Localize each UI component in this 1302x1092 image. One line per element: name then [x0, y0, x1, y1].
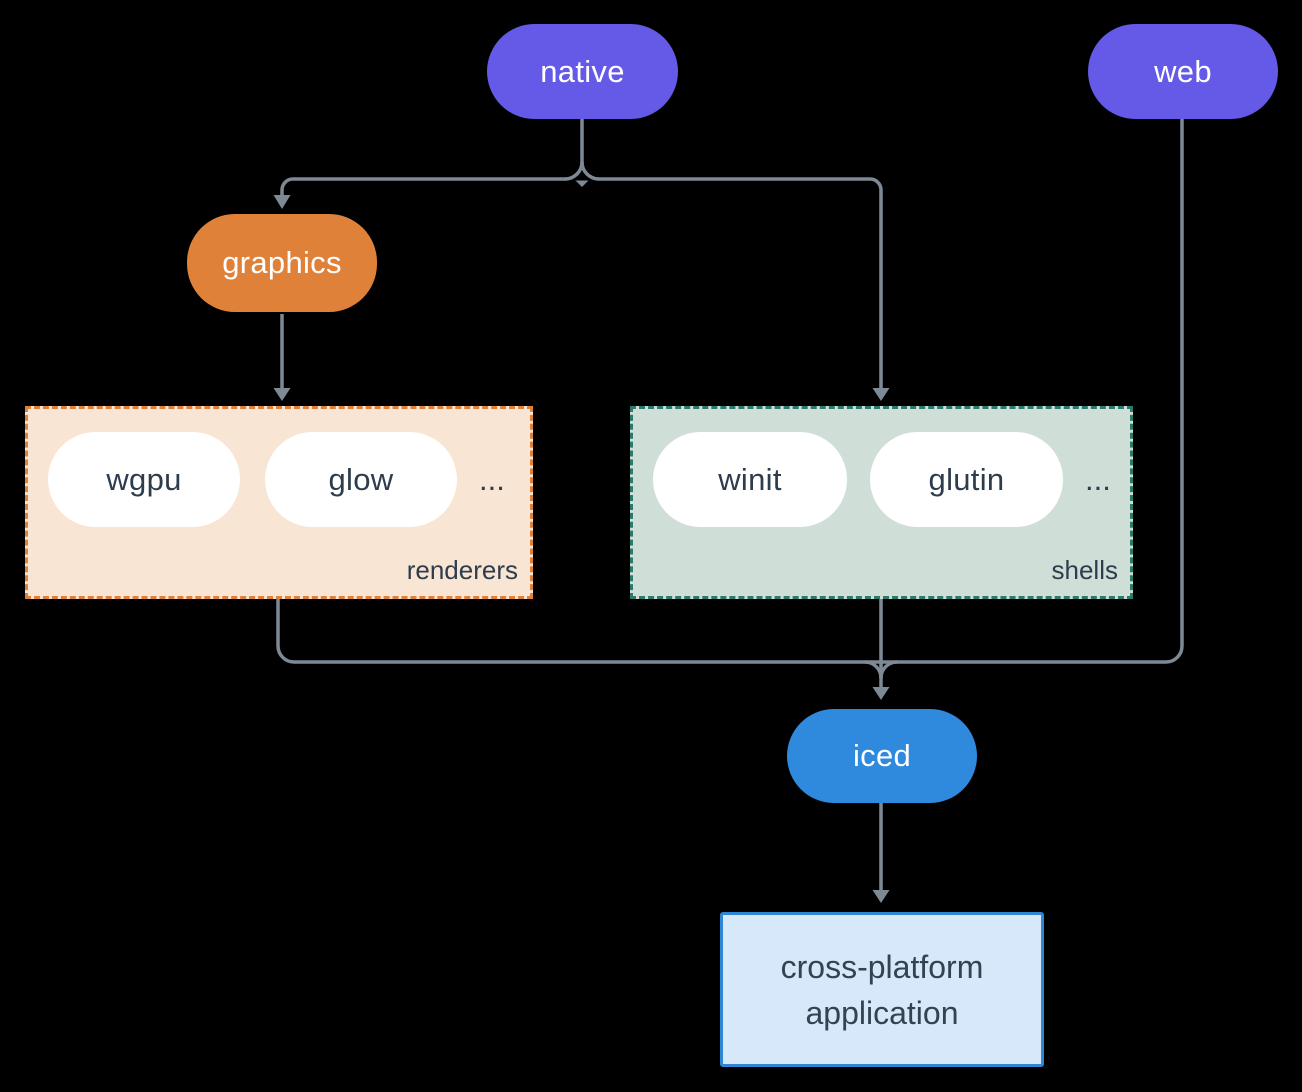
arrow-down-renderers-icon	[273, 388, 291, 401]
node-glow-label: glow	[328, 461, 394, 497]
edge-native-shells	[598, 177, 883, 388]
node-iced: iced	[787, 709, 977, 803]
arrow-down-shells-icon	[872, 388, 890, 401]
arrow-down-application-icon	[872, 890, 890, 903]
junction-flare-point	[575, 180, 589, 187]
group-shells-label: shells	[1051, 555, 1118, 585]
edge-renderers-iced	[276, 599, 881, 664]
node-wgpu: wgpu	[48, 432, 240, 527]
node-application-label-line2: application	[805, 994, 959, 1031]
node-graphics: graphics	[187, 214, 377, 312]
merge-flare-right	[879, 660, 898, 679]
node-application: cross-platform application	[720, 912, 1044, 1067]
node-native-label: native	[540, 53, 625, 89]
node-graphics-label: graphics	[222, 245, 342, 280]
group-renderers-label: renderers	[406, 555, 518, 585]
edge-web-iced	[881, 119, 1184, 664]
node-native: native	[487, 24, 678, 119]
node-winit-label: winit	[718, 461, 782, 497]
node-glutin: glutin	[870, 432, 1063, 527]
node-glow: glow	[265, 432, 457, 527]
renderers-ellipsis: ...	[479, 461, 505, 497]
node-web-label: web	[1154, 53, 1212, 89]
node-wgpu-label: wgpu	[106, 461, 182, 497]
arrow-down-iced-icon	[872, 687, 890, 700]
node-web: web	[1088, 24, 1278, 119]
edge-native-graphics	[280, 177, 566, 196]
node-application-label-line1: cross-platform	[780, 948, 984, 985]
merge-flare-left	[864, 660, 883, 679]
node-winit: winit	[653, 432, 847, 527]
node-iced-label: iced	[852, 738, 912, 773]
arrow-down-graphics-icon	[273, 195, 291, 209]
junction-flare-right	[580, 161, 600, 181]
node-glutin-label: glutin	[928, 461, 1005, 497]
junction-flare-left	[564, 161, 584, 181]
shells-ellipsis: ...	[1085, 461, 1111, 497]
